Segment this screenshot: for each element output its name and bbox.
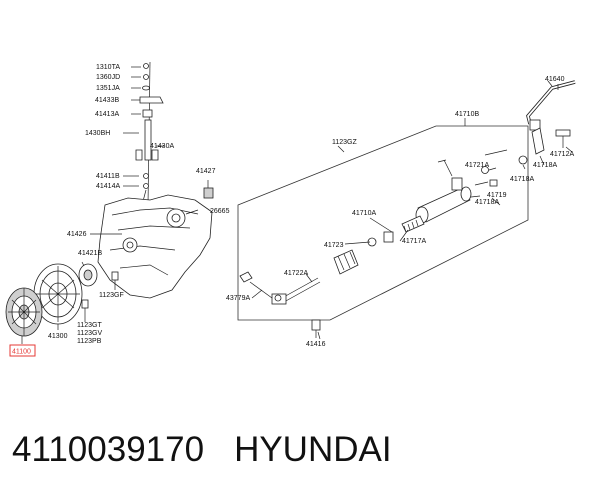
label-41718A-1: 41718A: [533, 162, 557, 169]
label-41710B: 41710B: [455, 111, 479, 118]
shift-shaft-stack: [123, 61, 165, 206]
label-41411B: 41411B: [96, 173, 120, 180]
push-rod: [239, 271, 321, 305]
label-1360JD: 1360JD: [96, 74, 120, 81]
release-cylinder: [367, 159, 498, 247]
label-1310TA: 1310TA: [96, 64, 120, 71]
label-1123PB: 1123PB: [77, 338, 102, 345]
label-41717A: 41717A: [402, 238, 426, 245]
clutch-disc: [5, 287, 43, 344]
cover-bolts: [81, 299, 89, 322]
label-41300: 41300: [48, 333, 68, 340]
label-26665: 26665: [210, 208, 230, 215]
label-41414A: 41414A: [96, 183, 120, 190]
label-41433B: 41433B: [95, 97, 119, 104]
release-bearing: [78, 261, 98, 287]
lower-bolt: [311, 319, 321, 338]
label-1430BH: 1430BH: [85, 130, 110, 137]
label-41718A-2: 41718A: [510, 176, 534, 183]
label-41416: 41416: [306, 341, 326, 348]
transmission-housing: [90, 194, 213, 299]
clutch-line: [518, 80, 576, 165]
brand-name: HYUNDAI: [234, 430, 392, 469]
label-1123GZ: 1123GZ: [332, 139, 357, 146]
label-43779A: 43779A: [226, 295, 250, 302]
leader-lines: [251, 80, 573, 340]
label-41421B: 41421B: [78, 250, 102, 257]
label-41710A: 41710A: [352, 210, 376, 217]
boot-seal: [333, 249, 359, 275]
label-41430A: 41430A: [150, 143, 174, 150]
label-1123GF: 1123GF: [99, 292, 124, 299]
label-41100: 41100: [12, 349, 31, 356]
label-41723: 41723: [324, 242, 344, 249]
label-1123GT: 1123GT: [77, 322, 102, 329]
part-number: 4110039170: [12, 430, 205, 469]
label-41413A: 41413A: [95, 111, 119, 118]
label-41722A: 41722A: [284, 270, 308, 277]
release-cylinder-box: [237, 118, 529, 321]
label-1123GV: 1123GV: [77, 330, 102, 337]
clutch-parts-diagram: 1310TA 1360JD 1351JA 41433B 41413A 1430B…: [5, 61, 576, 357]
label-41427: 41427: [196, 168, 216, 175]
label-41719: 41719: [487, 192, 507, 199]
housing-bolts: [111, 180, 214, 290]
highlight-box: [9, 344, 36, 357]
label-1351JA: 1351JA: [96, 85, 120, 92]
label-41426: 41426: [67, 231, 87, 238]
label-41721A: 41721A: [465, 162, 489, 169]
label-41640: 41640: [545, 76, 565, 83]
label-41712A: 41712A: [550, 151, 574, 158]
clutch-cover: [33, 263, 83, 330]
label-41718A-3: 41718A: [475, 199, 499, 206]
caption: 4110039170 HYUNDAI: [12, 424, 392, 476]
